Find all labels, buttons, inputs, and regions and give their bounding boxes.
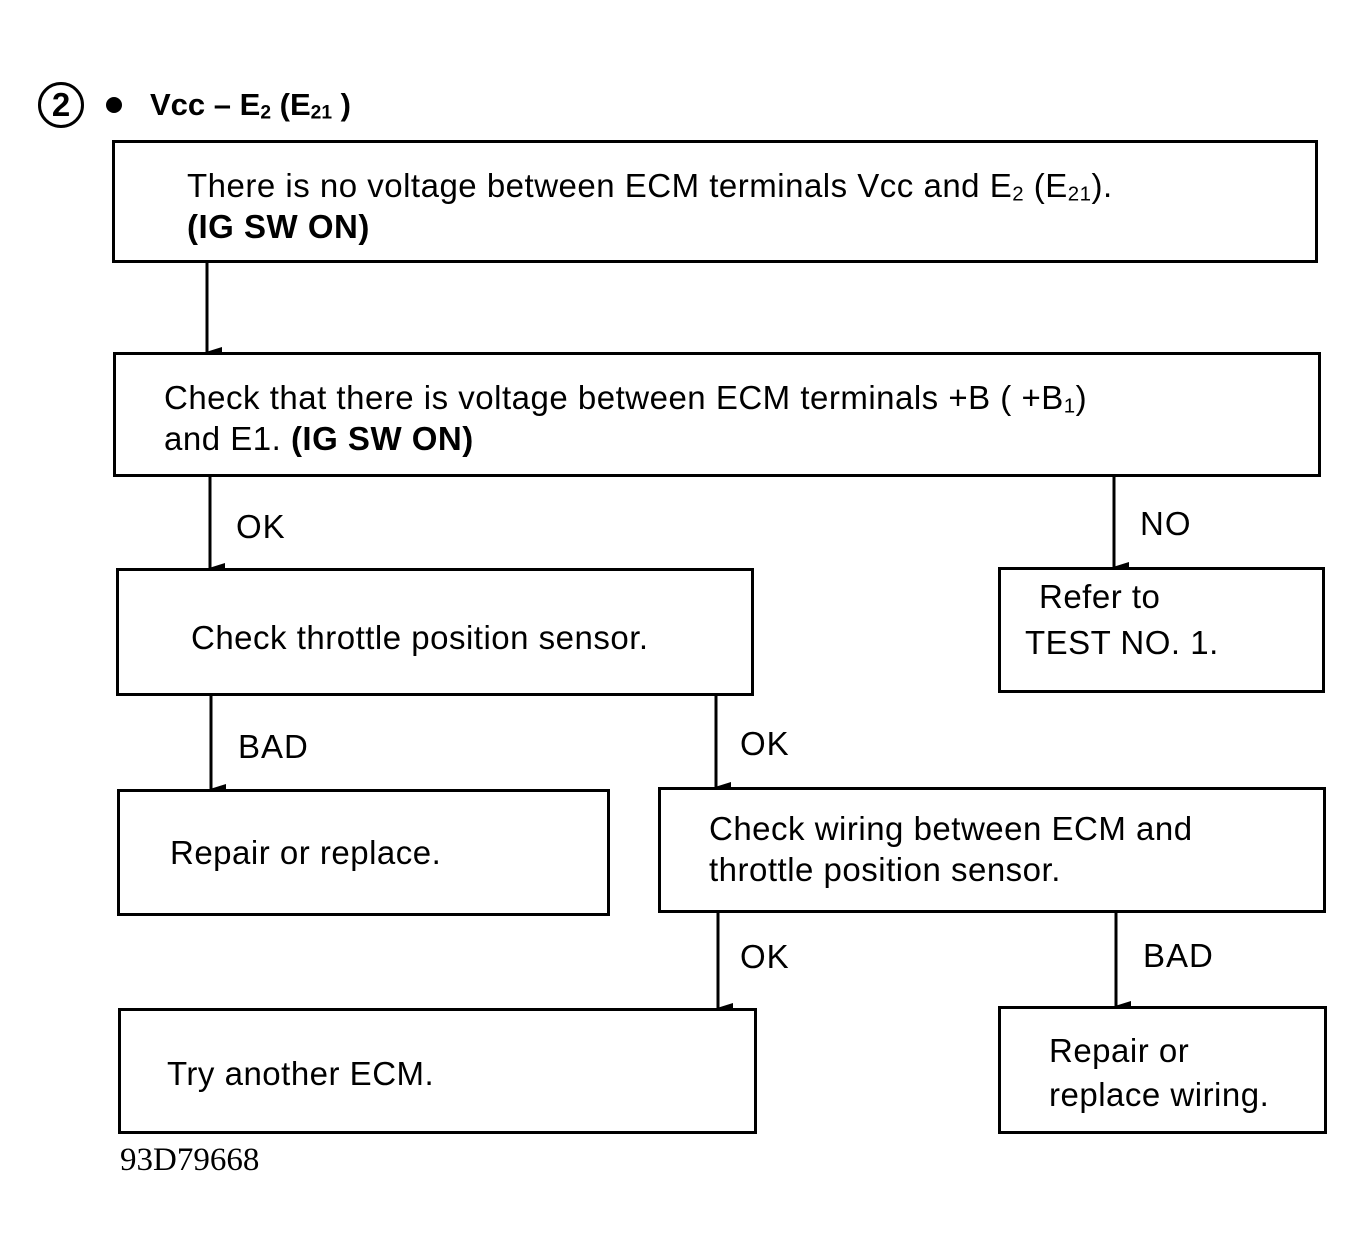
box-try-ecm-text: Try another ECM. [167,1055,435,1092]
label-ok-wiring: OK [740,938,790,975]
box-repair-replace-text: Repair or replace. [170,834,442,871]
box-check-tps-text: Check throttle position sensor. [191,619,649,656]
box-refer-line2: TEST NO. 1. [1025,624,1219,661]
box-refer-line1: Refer to [1039,578,1161,615]
box-check-voltage: Check that there is voltage between ECM … [113,352,1321,477]
box-no-voltage: There is no voltage between ECM terminal… [112,140,1318,263]
box-no-voltage-line2: (IG SW ON) [187,208,370,245]
term-paren-subscript: 21 [310,102,333,124]
term-e-subscript: 2 [260,102,272,124]
label-ok-tps: OK [740,725,790,762]
bullet-icon [106,97,122,113]
term-paren-close: ) [332,87,351,122]
label-bad-tps: BAD [238,728,309,765]
box-try-ecm: Try another ECM. [118,1008,757,1134]
step-number: 2 [51,86,71,123]
box-refer: Refer to TEST NO. 1. [998,567,1325,693]
box-check-voltage-line2: and E1. (IG SW ON) [164,420,474,457]
term-dash: – [205,87,240,122]
term-e: E [239,87,261,122]
box-check-tps: Check throttle position sensor. [116,568,754,696]
box-no-voltage-line1: There is no voltage between ECM terminal… [187,167,1113,206]
box-repair-replace: Repair or replace. [117,789,610,916]
box-check-wiring-line2: throttle position sensor. [709,851,1061,888]
terminal-pair-title: Vcc – E2 (E21 ) [150,87,351,123]
term-vcc: Vcc [150,87,206,122]
figure-code: 93D79668 [120,1142,260,1178]
box-check-wiring-line1: Check wiring between ECM and [709,810,1193,847]
box-repair-wiring-line1: Repair or [1049,1032,1190,1069]
label-ok-voltage: OK [236,508,286,545]
box-check-wiring: Check wiring between ECM and throttle po… [658,787,1326,913]
label-no-voltage: NO [1140,505,1192,542]
box-repair-wiring-line2: replace wiring. [1049,1076,1270,1113]
term-paren-open: (E [271,87,311,122]
step-number-circle: 2 [38,82,84,128]
box-check-voltage-line1: Check that there is voltage between ECM … [164,379,1088,418]
label-bad-wiring: BAD [1143,937,1214,974]
box-repair-wiring: Repair or replace wiring. [998,1006,1327,1134]
step-heading: 2 Vcc – E2 (E21 ) [38,78,351,132]
